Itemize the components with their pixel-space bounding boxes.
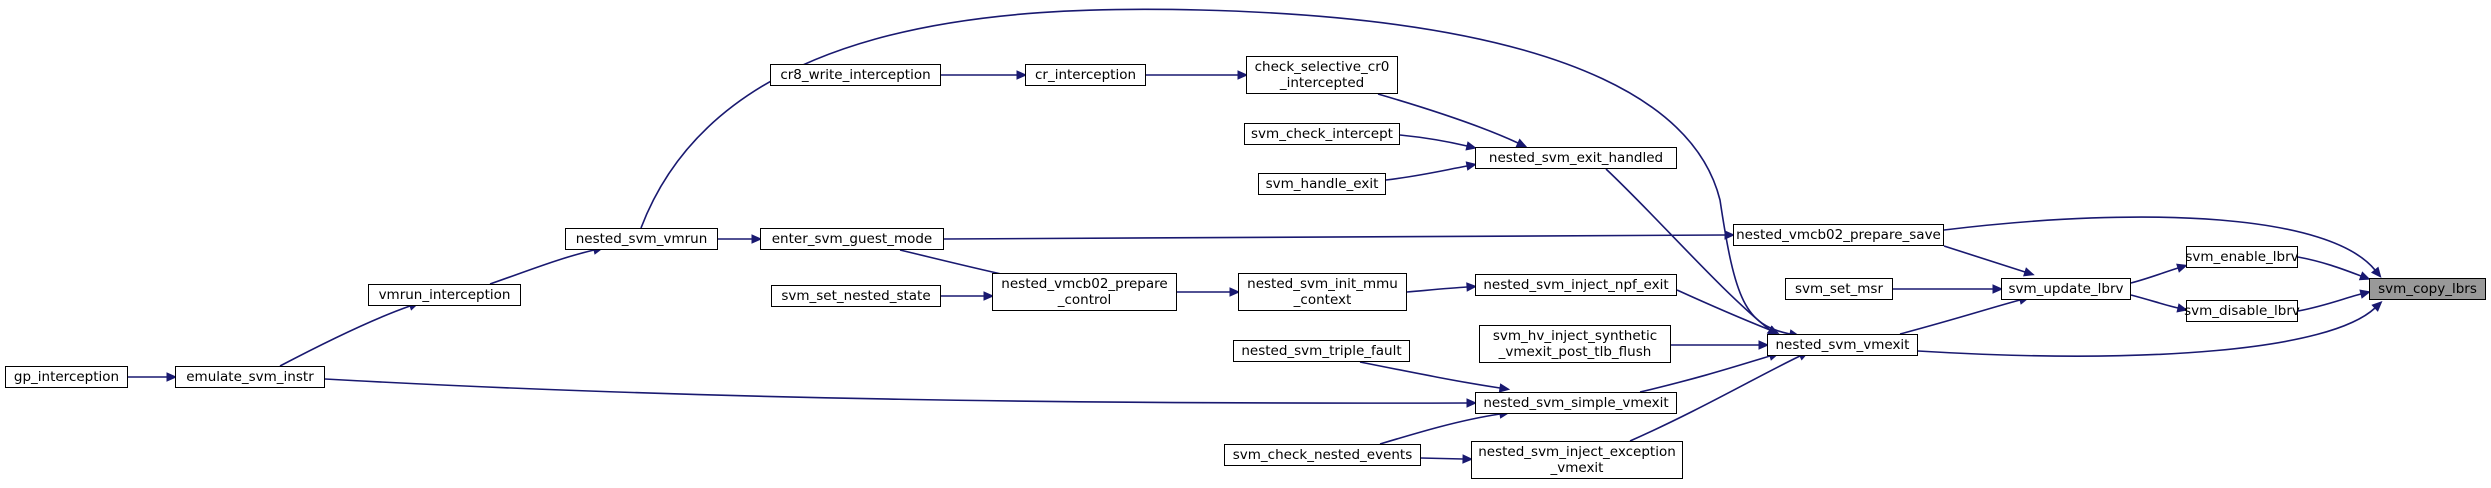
arrowhead-svm-update-lbrv xyxy=(1992,284,2004,294)
arrowhead-nested-svm-exit-handled xyxy=(1465,161,1478,171)
arrowhead-nested-svm-simple-vmexit xyxy=(1466,398,1478,408)
node-vmrun-interception[interactable]: vmrun_interception xyxy=(368,284,521,306)
node-gp-interception[interactable]: gp_interception xyxy=(5,366,128,388)
edge-svm-check-intercept-to-nested-svm-exit-handled xyxy=(1399,134,1468,147)
node-nested-svm-simple-vmexit[interactable]: nested_svm_simple_vmexit xyxy=(1475,392,1677,414)
node-cr-interception[interactable]: cr_interception xyxy=(1025,64,1146,86)
node-nested-svm-vmrun[interactable]: nested_svm_vmrun xyxy=(565,228,718,250)
arrowhead-cr-interception xyxy=(1016,70,1028,80)
edge-enter-svm-guest-mode-to-nested-vmcb02-prepare-save xyxy=(943,234,1726,240)
arrowhead-svm-update-lbrv xyxy=(2023,267,2035,277)
arrowhead-nested-svm-exit-handled xyxy=(1465,141,1477,151)
edge-nested-svm-inject-exception-vmexit-to-nested-svm-vmexit xyxy=(1629,355,1801,442)
arrowhead-svm-copy-lbrs xyxy=(2359,289,2371,299)
arrowhead-nested-svm-exit-handled xyxy=(1515,138,1528,148)
node-emulate-svm-instr[interactable]: emulate_svm_instr xyxy=(175,366,325,388)
edge-svm-enable-lbrv-to-svm-copy-lbrs xyxy=(2297,256,2362,277)
edge-svm-update-lbrv-to-svm-disable-lbrv xyxy=(2130,294,2179,309)
node-svm-set-nested-state[interactable]: svm_set_nested_state xyxy=(771,285,941,307)
edge-emulate-svm-instr-to-nested-svm-simple-vmexit xyxy=(324,378,1468,404)
edge-nested-svm-triple-fault-to-nested-svm-simple-vmexit xyxy=(1359,361,1501,389)
edge-svm-update-lbrv-to-svm-enable-lbrv xyxy=(2130,267,2179,284)
arrowhead-svm-copy-lbrs xyxy=(2358,271,2371,281)
node-svm-copy-lbrs[interactable]: svm_copy_lbrs xyxy=(2369,278,2486,300)
arrowhead-nested-svm-inject-npf-exit xyxy=(1466,282,1478,292)
node-svm-enable-lbrv[interactable]: svm_enable_lbrv xyxy=(2185,246,2299,268)
arrowhead-nested-svm-vmexit xyxy=(1758,340,1770,350)
arrowhead-svm-enable-lbrv xyxy=(2176,263,2188,273)
edge-check-selective-cr0-intercepted-to-nested-svm-exit-handled xyxy=(1377,93,1519,144)
edge-nested-vmcb02-prepare-save-to-svm-update-lbrv xyxy=(1943,245,2026,273)
node-svm-disable-lbrv[interactable]: svm_disable_lbrv xyxy=(2184,300,2300,322)
node-svm-handle-exit[interactable]: svm_handle_exit xyxy=(1258,173,1386,195)
node-svm-check-intercept[interactable]: svm_check_intercept xyxy=(1244,123,1400,145)
node-cr8-write-interception[interactable]: cr8_write_interception xyxy=(770,64,941,86)
node-check-selective-cr0-intercepted[interactable]: check_selective_cr0 _intercepted xyxy=(1246,56,1398,94)
arrowhead-svm-copy-lbrs xyxy=(2371,301,2383,312)
node-svm-set-msr[interactable]: svm_set_msr xyxy=(1785,278,1893,300)
edges-layer xyxy=(128,8,2383,464)
arrowhead-nested-svm-simple-vmexit xyxy=(1498,383,1511,393)
edge-emulate-svm-instr-to-vmrun-interception xyxy=(279,305,411,367)
node-svm-check-nested-events[interactable]: svm_check_nested_events xyxy=(1224,444,1421,466)
edge-svm-disable-lbrv-to-svm-copy-lbrs xyxy=(2297,293,2362,312)
arrowhead-svm-copy-lbrs xyxy=(2370,266,2382,278)
node-svm-update-lbrv[interactable]: svm_update_lbrv xyxy=(2001,278,2131,300)
node-nested-vmcb02-prepare-save[interactable]: nested_vmcb02_prepare_save xyxy=(1733,224,1944,246)
node-nested-vmcb02-prepare-control[interactable]: nested_vmcb02_prepare _control xyxy=(992,273,1177,311)
edge-nested-svm-vmrun-to-nested-svm-vmexit xyxy=(640,8,1791,335)
edge-nested-svm-vmexit-to-svm-copy-lbrs xyxy=(1917,307,2376,357)
arrowhead-nested-svm-init-mmu-context xyxy=(1229,287,1241,297)
edge-nested-svm-simple-vmexit-to-nested-svm-vmexit xyxy=(1639,355,1771,393)
edge-svm-check-nested-events-to-nested-svm-simple-vmexit xyxy=(1379,413,1501,445)
node-nested-svm-exit-handled[interactable]: nested_svm_exit_handled xyxy=(1475,147,1677,169)
arrowhead-check-selective-cr0-intercepted xyxy=(1237,70,1249,80)
arrowhead-emulate-svm-instr xyxy=(166,372,178,382)
arrowhead-enter-svm-guest-mode xyxy=(751,234,763,244)
edge-vmrun-interception-to-nested-svm-vmrun xyxy=(489,249,595,285)
arrowhead-nested-vmcb02-prepare-control xyxy=(983,291,995,301)
arrowhead-nested-svm-vmexit xyxy=(1767,325,1780,335)
edge-svm-check-nested-events-to-nested-svm-inject-exception-vmexit xyxy=(1420,457,1464,460)
node-nested-svm-triple-fault[interactable]: nested_svm_triple_fault xyxy=(1233,340,1410,362)
node-svm-hv-inject-synthetic-vmexit-post-tlb-flush[interactable]: svm_hv_inject_synthetic _vmexit_post_tlb… xyxy=(1479,325,1671,363)
edge-nested-svm-inject-npf-exit-to-nested-svm-vmexit xyxy=(1676,289,1771,331)
arrowhead-nested-svm-inject-exception-vmexit xyxy=(1462,454,1474,464)
edge-nested-svm-exit-handled-to-nested-svm-vmexit xyxy=(1605,168,1771,331)
edge-svm-handle-exit-to-nested-svm-exit-handled xyxy=(1385,165,1468,181)
arrowhead-svm-disable-lbrv xyxy=(2176,303,2188,313)
edge-nested-svm-init-mmu-context-to-nested-svm-inject-npf-exit xyxy=(1406,286,1468,293)
node-nested-svm-inject-npf-exit[interactable]: nested_svm_inject_npf_exit xyxy=(1475,274,1677,296)
edge-nested-vmcb02-prepare-save-to-svm-copy-lbrs xyxy=(1943,216,2376,271)
node-enter-svm-guest-mode[interactable]: enter_svm_guest_mode xyxy=(760,228,944,250)
node-nested-svm-inject-exception-vmexit[interactable]: nested_svm_inject_exception _vmexit xyxy=(1471,441,1683,479)
edge-nested-svm-vmexit-to-svm-update-lbrv xyxy=(1899,299,2021,335)
node-nested-svm-vmexit[interactable]: nested_svm_vmexit xyxy=(1767,334,1918,356)
node-nested-svm-init-mmu-context[interactable]: nested_svm_init_mmu _context xyxy=(1238,273,1407,311)
